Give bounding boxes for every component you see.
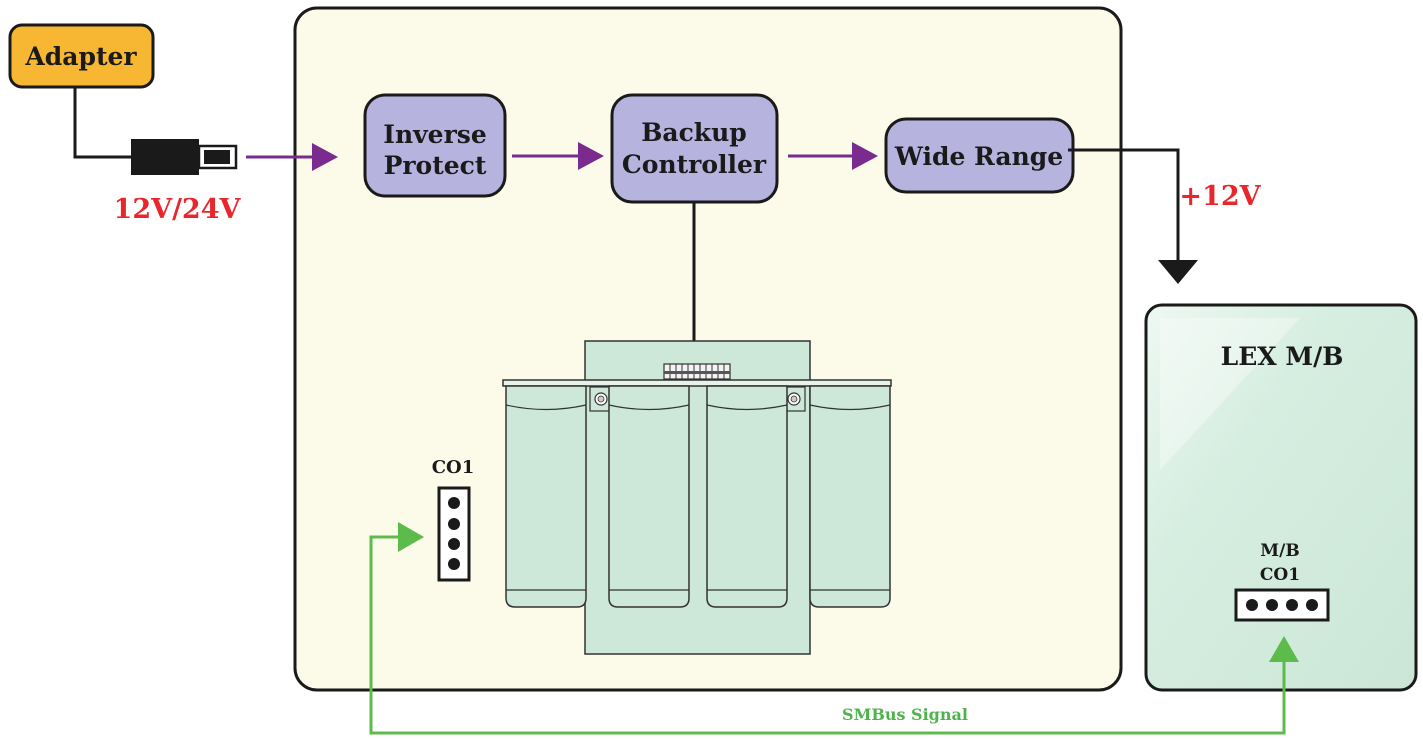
smbus-signal-line [369, 522, 1299, 735]
smbus-label: SMBus Signal [842, 705, 968, 724]
output-power-line [1068, 148, 1198, 284]
input-voltage-label: 12V/24V [114, 194, 242, 225]
backup-controller-line1: Backup [641, 118, 747, 147]
power-arrow-2 [788, 142, 878, 170]
inverse-protect-line2: Protect [384, 151, 487, 180]
mainboard-connector-line1: M/B [1260, 541, 1299, 561]
board-connector-label: CO1 [432, 457, 475, 478]
supercapacitor-module-icon [502, 340, 892, 655]
power-arrow-input [246, 143, 338, 171]
backup-controller-line2: Controller [622, 150, 767, 179]
adapter-box: Adapter [8, 23, 155, 89]
wide-range-label: Wide Range [894, 142, 1063, 171]
inverse-protect-line1: Inverse [383, 120, 486, 149]
backup-controller-block: Backup Controller [610, 93, 779, 204]
mainboard-connector-line2: CO1 [1260, 565, 1300, 585]
mainboard-connector-co1 [1234, 588, 1330, 622]
adapter-label: Adapter [24, 42, 137, 71]
board-connector-co1 [437, 486, 471, 582]
inverse-protect-block: Inverse Protect [363, 93, 507, 198]
dc-plug-icon [131, 139, 238, 175]
mainboard-title: LEX M/B [1221, 342, 1344, 371]
lex-mainboard: LEX M/B M/B CO1 [1144, 303, 1418, 692]
adapter-cable [73, 87, 133, 159]
wide-range-block: Wide Range [884, 117, 1075, 194]
output-voltage-label: +12V [1179, 181, 1261, 212]
power-arrow-1 [512, 142, 604, 170]
